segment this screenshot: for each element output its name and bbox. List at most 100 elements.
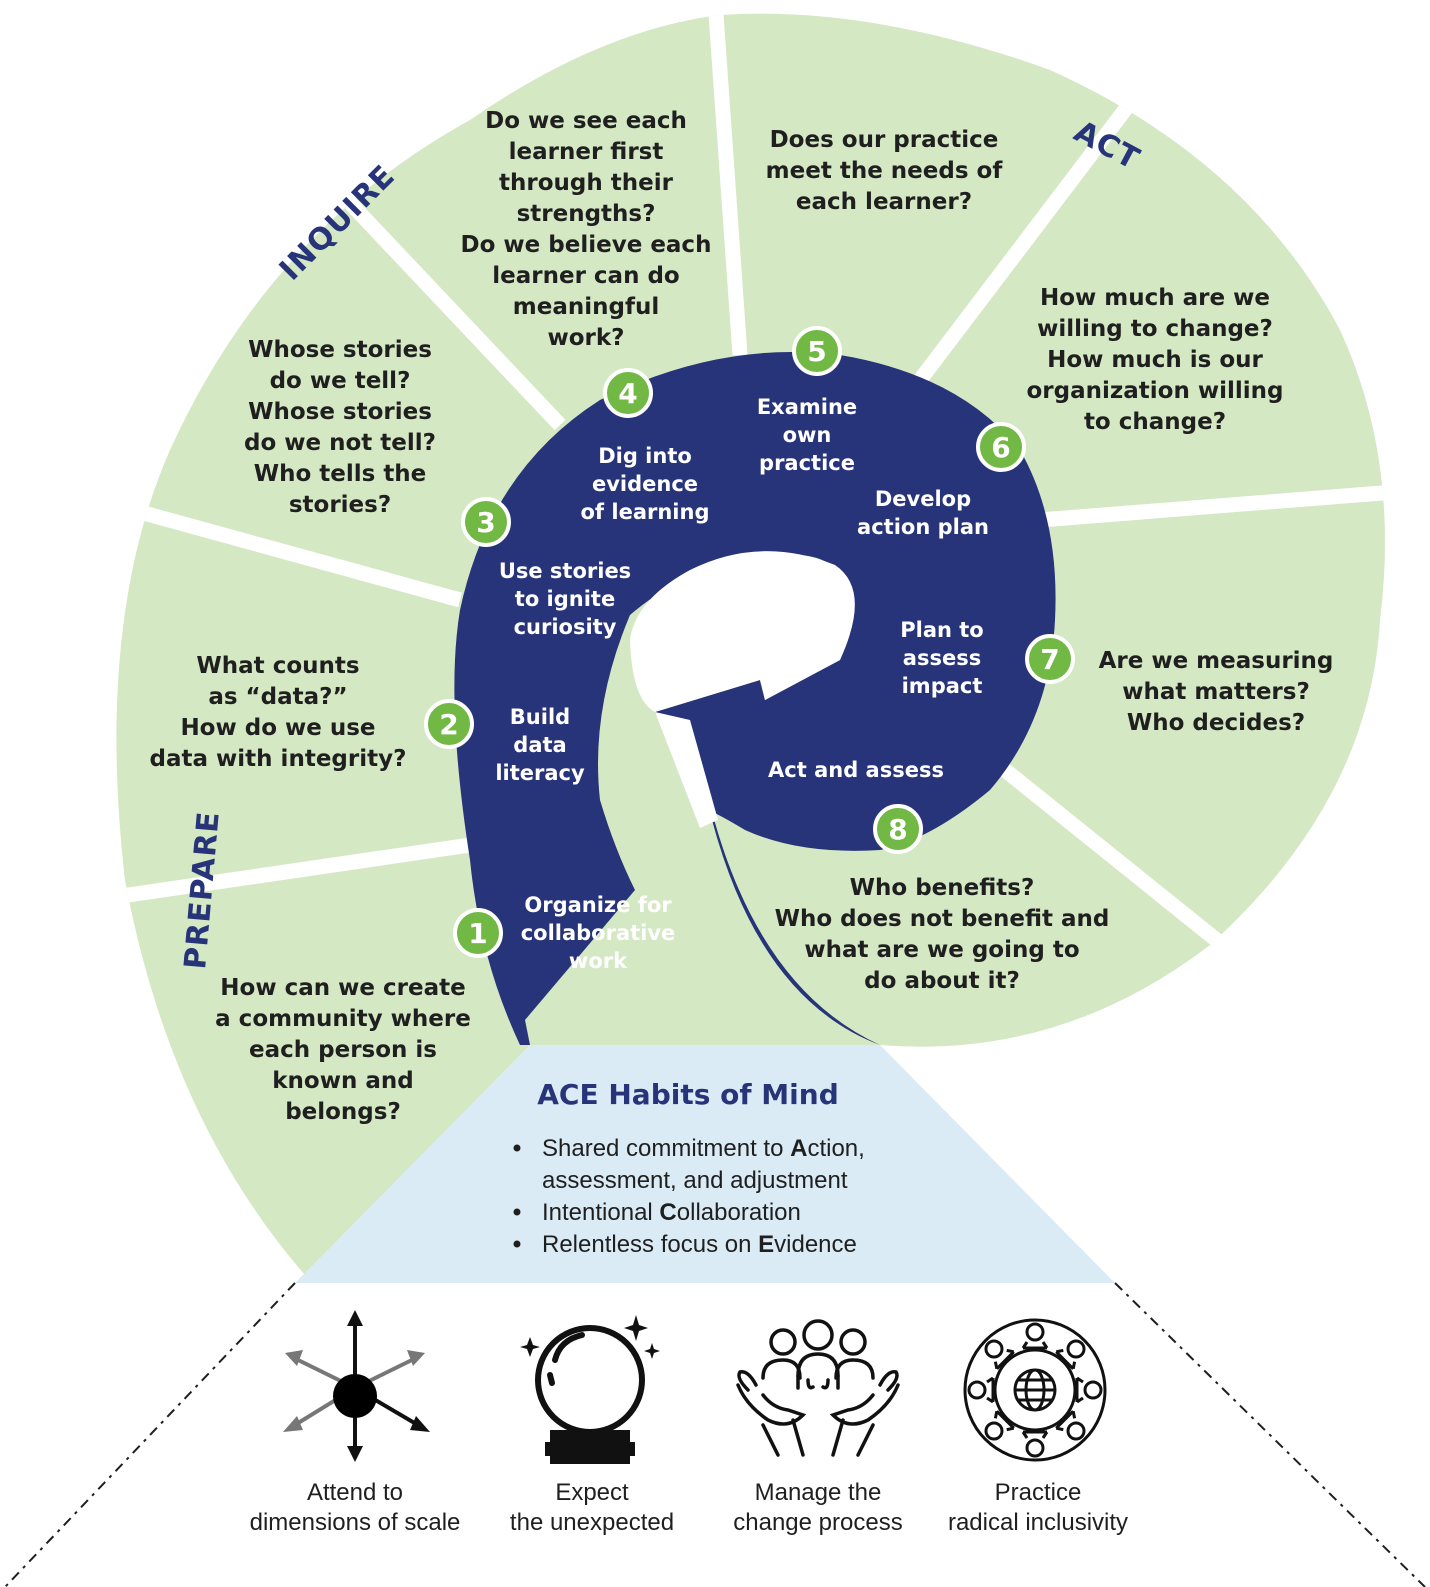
funnel-lines: [4, 1282, 1426, 1587]
question-1-line: belongs?: [285, 1099, 401, 1125]
step-badge-circle: [1025, 634, 1075, 684]
habit-bullet-1: Shared commitment to Action,: [542, 1135, 865, 1162]
caption-people-hands: Manage the change process: [733, 1479, 902, 1536]
step-2-label-line: Build: [510, 705, 570, 729]
step-badge-circle: [792, 326, 842, 376]
question-3-line: Whose stories: [248, 337, 432, 363]
arrows-scale-icon: [283, 1310, 430, 1462]
step-badge-8: 8: [873, 804, 923, 854]
step-7-label-line: Plan to: [900, 618, 984, 642]
question-3-line: Who tells the: [254, 461, 427, 487]
step-number: 6: [991, 431, 1010, 464]
spiral-center: [630, 551, 855, 712]
bullet-dot: [513, 1240, 521, 1248]
question-5-line: meet the needs of: [766, 158, 1004, 184]
step-badge-6: 6: [976, 422, 1026, 472]
step-number: 4: [618, 377, 637, 410]
step-8-label-line: Act and assess: [768, 758, 944, 782]
step-1-label-line: work: [569, 949, 628, 973]
step-badge-7: 7: [1025, 634, 1075, 684]
step-7-label: Plan to assess impact: [900, 618, 984, 698]
caption-arrows-scale-line: dimensions of scale: [250, 1509, 461, 1536]
question-1-line: each person is: [249, 1037, 437, 1063]
step-1-label-line: Organize for: [524, 893, 672, 917]
question-4-line: learner can do: [492, 263, 679, 289]
habit-bullet-3: Relentless focus on Evidence: [542, 1231, 857, 1258]
caption-arrows-scale-line: Attend to: [307, 1479, 403, 1506]
question-5-line: Does our practice: [770, 127, 999, 153]
question-1-line: a community where: [215, 1006, 471, 1032]
habit-bullet-2: Intentional Collaboration: [542, 1199, 801, 1226]
step-7-label-line: impact: [902, 674, 983, 698]
question-6-line: How much are we: [1040, 285, 1270, 311]
question-texts: How can we create a community where each p…: [150, 108, 1334, 1125]
caption-inclusive-circle-line: radical inclusivity: [948, 1509, 1128, 1536]
process-spiral: [454, 352, 1056, 1045]
question-4-line: learner first: [509, 139, 664, 165]
question-2: What counts as “data?” How do we use data w…: [150, 653, 407, 772]
question-6-line: How much is our: [1047, 347, 1263, 373]
step-number: 7: [1040, 643, 1059, 676]
bullet-dot: [513, 1208, 521, 1216]
step-badge-4: 4: [603, 368, 653, 418]
step-2-label-line: literacy: [495, 761, 585, 785]
question-8-line: do about it?: [864, 968, 1020, 994]
question-1: How can we create a community where each p…: [215, 975, 471, 1125]
step-4-label: Dig into evidence of learning: [581, 444, 710, 524]
step-1-label-line: collaborative: [521, 921, 676, 945]
question-2-line: How do we use: [180, 715, 375, 741]
habit-bullet-post: ction,: [807, 1135, 864, 1162]
question-2-line: data with integrity?: [150, 746, 407, 772]
question-1-line: known and: [272, 1068, 413, 1094]
habit-bullet-pre: Intentional: [542, 1199, 659, 1226]
caption-people-hands-line: Manage the: [755, 1479, 882, 1506]
step-7-label-line: assess: [903, 646, 981, 670]
question-2-line: What counts: [196, 653, 359, 679]
habit-bullet-bold: A: [790, 1135, 807, 1162]
habit-bullet-pre: Shared commitment to: [542, 1135, 790, 1162]
caption-people-hands-line: change process: [733, 1509, 902, 1536]
bullet-dot: [513, 1144, 521, 1152]
question-2-line: as “data?”: [208, 684, 347, 710]
habit-bullet-post: ollaboration: [677, 1199, 801, 1226]
step-badge-1: 1: [453, 908, 503, 958]
habits-title: ACE Habits of Mind: [537, 1078, 838, 1111]
habit-bullet-post: vidence: [774, 1231, 857, 1258]
habit-bullet-pre: Relentless focus on: [542, 1231, 758, 1258]
habit-bullet-continued: assessment, and adjustment: [542, 1167, 848, 1194]
caption-arrows-scale: Attend to dimensions of scale: [250, 1479, 461, 1536]
habit-bullet-bold: E: [758, 1231, 774, 1258]
question-4-line: meaningful: [513, 294, 659, 320]
step-4-label-line: evidence: [592, 472, 698, 496]
step-2-label-line: data: [513, 733, 566, 757]
step-1-label: Organize for collaborative work: [521, 893, 676, 973]
spiral-arrow-gap: [655, 712, 718, 828]
step-4-label-line: of learning: [581, 500, 710, 524]
step-6-label-line: action plan: [857, 515, 989, 539]
habits-bullets: Shared commitment to Action, assessment, …: [513, 1135, 865, 1258]
question-1-line: How can we create: [220, 975, 465, 1001]
step-badge-circle: [453, 908, 503, 958]
step-badge-circle: [873, 804, 923, 854]
caption-inclusive-circle: Practice radical inclusivity: [948, 1479, 1128, 1536]
step-5-label-line: own: [783, 423, 832, 447]
question-7-line: what matters?: [1122, 679, 1310, 705]
step-4-label-line: Dig into: [598, 444, 692, 468]
caption-inclusive-circle-line: Practice: [995, 1479, 1082, 1506]
question-6-line: willing to change?: [1037, 316, 1273, 342]
question-3-line: do we not tell?: [244, 430, 436, 456]
question-7-line: Who decides?: [1127, 710, 1305, 736]
question-6-line: to change?: [1084, 409, 1226, 435]
step-badge-3: 3: [461, 497, 511, 547]
question-4-line: strengths?: [517, 201, 656, 227]
